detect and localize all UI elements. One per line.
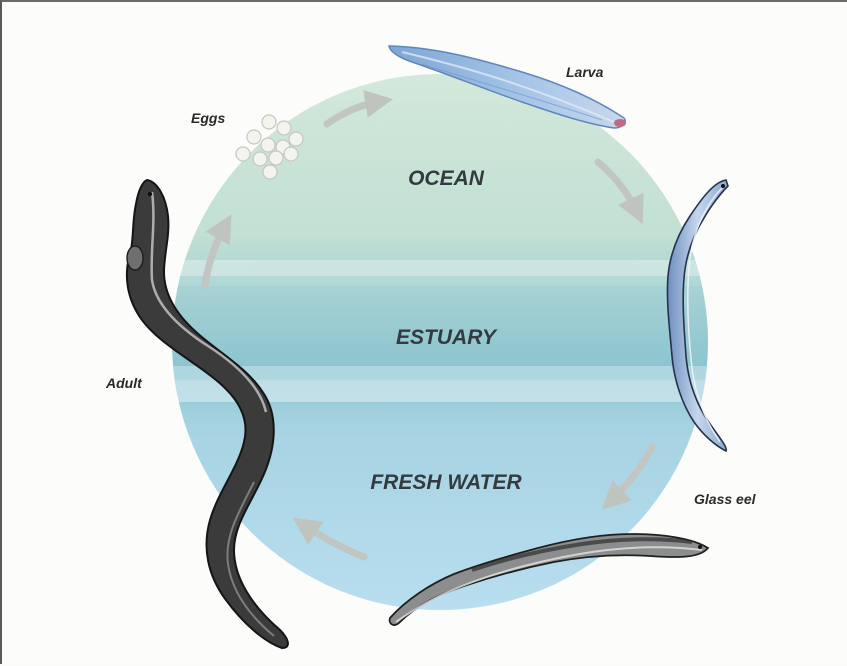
ocean-label: OCEAN <box>408 167 485 190</box>
larva-label: Larva <box>566 64 604 80</box>
adult-label: Adult <box>105 375 143 391</box>
fresh-water-label: FRESH WATER <box>370 471 522 494</box>
estuary-label: ESTUARY <box>396 326 498 349</box>
eggs-label: Eggs <box>191 110 225 126</box>
glass-eel-label: Glass eel <box>694 491 757 507</box>
